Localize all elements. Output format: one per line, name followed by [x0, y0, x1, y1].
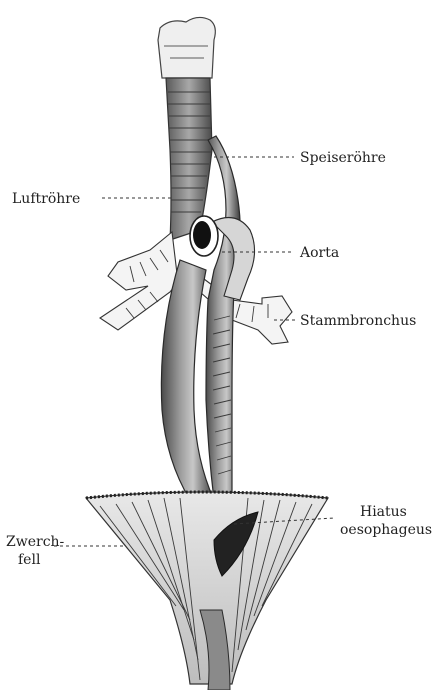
label-stammbronchus: Stammbronchus	[300, 313, 416, 329]
label-luftroehre: Luftröhre	[12, 191, 80, 207]
label-zwerchfell-line2: fell	[18, 552, 41, 568]
label-zwerchfell-line1: Zwerch-	[6, 534, 65, 550]
label-speiseroehre: Speiseröhre	[300, 150, 386, 166]
label-hiatus-line2: oesophageus	[340, 522, 432, 538]
larynx	[158, 17, 215, 78]
label-aorta: Aorta	[299, 245, 339, 261]
diaphragm	[86, 492, 328, 690]
label-hiatus-line1: Hiatus	[360, 504, 407, 520]
